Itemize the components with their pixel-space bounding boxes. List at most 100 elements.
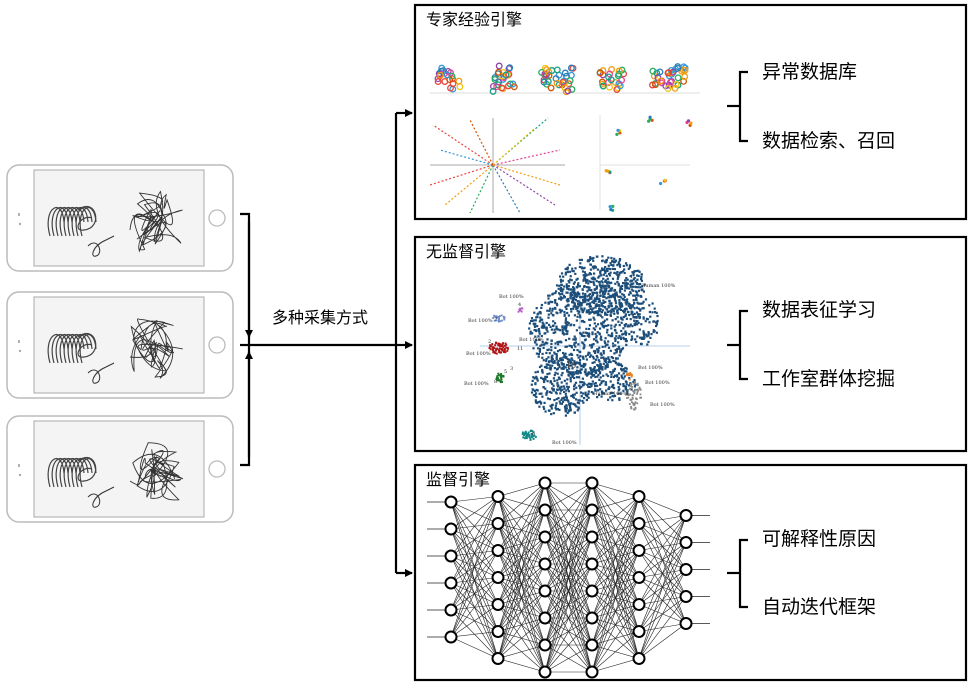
tsne-point — [633, 307, 636, 310]
tsne-point — [545, 326, 548, 329]
tsne-point — [561, 388, 564, 391]
tsne-point — [569, 361, 572, 365]
tsne-point — [583, 382, 586, 386]
tsne-point — [546, 342, 549, 345]
nn-node — [632, 652, 646, 665]
tsne-point — [536, 377, 539, 380]
tsne-point — [583, 276, 586, 279]
tsne-point — [593, 361, 596, 364]
tsne-point — [532, 347, 535, 350]
tsne-point — [572, 338, 575, 341]
tsne-point — [586, 260, 589, 263]
tsne-point — [565, 356, 568, 359]
tsne-point — [592, 301, 596, 304]
tsne-point — [569, 380, 572, 383]
tsne-point — [623, 323, 626, 326]
tsne-point — [576, 409, 579, 412]
tsne-point — [614, 259, 617, 262]
tsne-point — [602, 325, 605, 328]
tsne-point — [530, 433, 533, 435]
tsne-point — [555, 402, 558, 405]
tsne-point — [620, 348, 624, 351]
tsne-point — [624, 325, 627, 328]
tsne-point — [566, 411, 569, 415]
tsne-point — [568, 353, 571, 356]
tsne-point — [655, 311, 658, 314]
nn-edge — [497, 590, 546, 659]
tsne-point — [537, 312, 540, 315]
tsne-point — [612, 310, 615, 313]
tsne-point — [586, 334, 589, 337]
tsne-label-bot: Bot 100% — [650, 402, 675, 408]
tsne-point — [587, 382, 590, 385]
tsne-point — [581, 270, 585, 273]
tsne-point — [604, 259, 607, 262]
tsne-point — [622, 264, 625, 268]
tsne-point — [561, 292, 564, 296]
tsne-point — [579, 355, 582, 358]
scribble-stroke — [77, 333, 97, 358]
tsne-point — [616, 374, 619, 377]
tsne-point — [624, 340, 627, 343]
tsne-point — [632, 272, 635, 275]
tsne-point — [580, 334, 584, 337]
tsne-point — [572, 288, 576, 291]
tsne-point — [552, 331, 555, 334]
tsne-point — [639, 393, 642, 396]
tsne-point — [562, 294, 565, 297]
tsne-point — [550, 360, 553, 363]
tsne-point — [611, 267, 615, 270]
ring-mark — [543, 66, 551, 74]
tsne-point — [587, 309, 590, 312]
tsne-point — [582, 331, 585, 334]
tsne-point — [606, 277, 609, 280]
tsne-point — [522, 436, 525, 439]
tsne-point — [625, 381, 628, 384]
tsne-point — [575, 307, 578, 310]
tsne-point — [598, 327, 602, 330]
tsne-point — [589, 318, 592, 321]
tsne-point — [587, 294, 591, 297]
tsne-point — [630, 385, 632, 387]
tsne-point — [549, 325, 552, 328]
tsne-point — [626, 374, 628, 376]
tsne-point — [564, 406, 567, 409]
tsne-point — [537, 335, 540, 338]
tsne-cluster — [528, 286, 629, 376]
supervised-item-auto-iteration: 自动迭代框架 — [762, 596, 877, 618]
tsne-point — [632, 299, 635, 302]
tsne-point — [500, 314, 503, 317]
tsne-point — [543, 343, 546, 346]
tsne-point — [593, 297, 596, 300]
tsne-point — [568, 359, 571, 362]
tsne-point — [563, 365, 566, 368]
tsne-point — [623, 337, 626, 341]
tsne-point — [615, 335, 618, 338]
tsne-point — [632, 331, 636, 334]
tsne-point — [604, 345, 607, 348]
tsne-point — [573, 360, 576, 363]
tsne-point — [556, 340, 559, 344]
tsne-point — [529, 438, 532, 441]
tsne-point — [543, 326, 546, 329]
tsne-point — [591, 265, 594, 268]
tsne-point — [600, 274, 603, 277]
tsne-point — [578, 285, 581, 288]
tsne-point — [607, 267, 610, 270]
tsne-point — [551, 293, 554, 296]
tsne-point — [598, 307, 601, 310]
tsne-point — [630, 330, 633, 333]
tsne-point — [559, 392, 562, 395]
tsne-point — [587, 351, 590, 354]
tsne-point — [651, 311, 654, 314]
tsne-point — [556, 372, 559, 375]
tsne-point — [548, 364, 551, 367]
tsne-point — [545, 375, 548, 379]
tsne-point — [550, 355, 553, 358]
tsne-point — [630, 288, 633, 291]
ring-mark — [656, 68, 664, 76]
tsne-point — [591, 368, 594, 371]
tsne-point — [593, 382, 596, 385]
tsne-point — [648, 321, 651, 324]
tsne-point — [489, 348, 492, 351]
